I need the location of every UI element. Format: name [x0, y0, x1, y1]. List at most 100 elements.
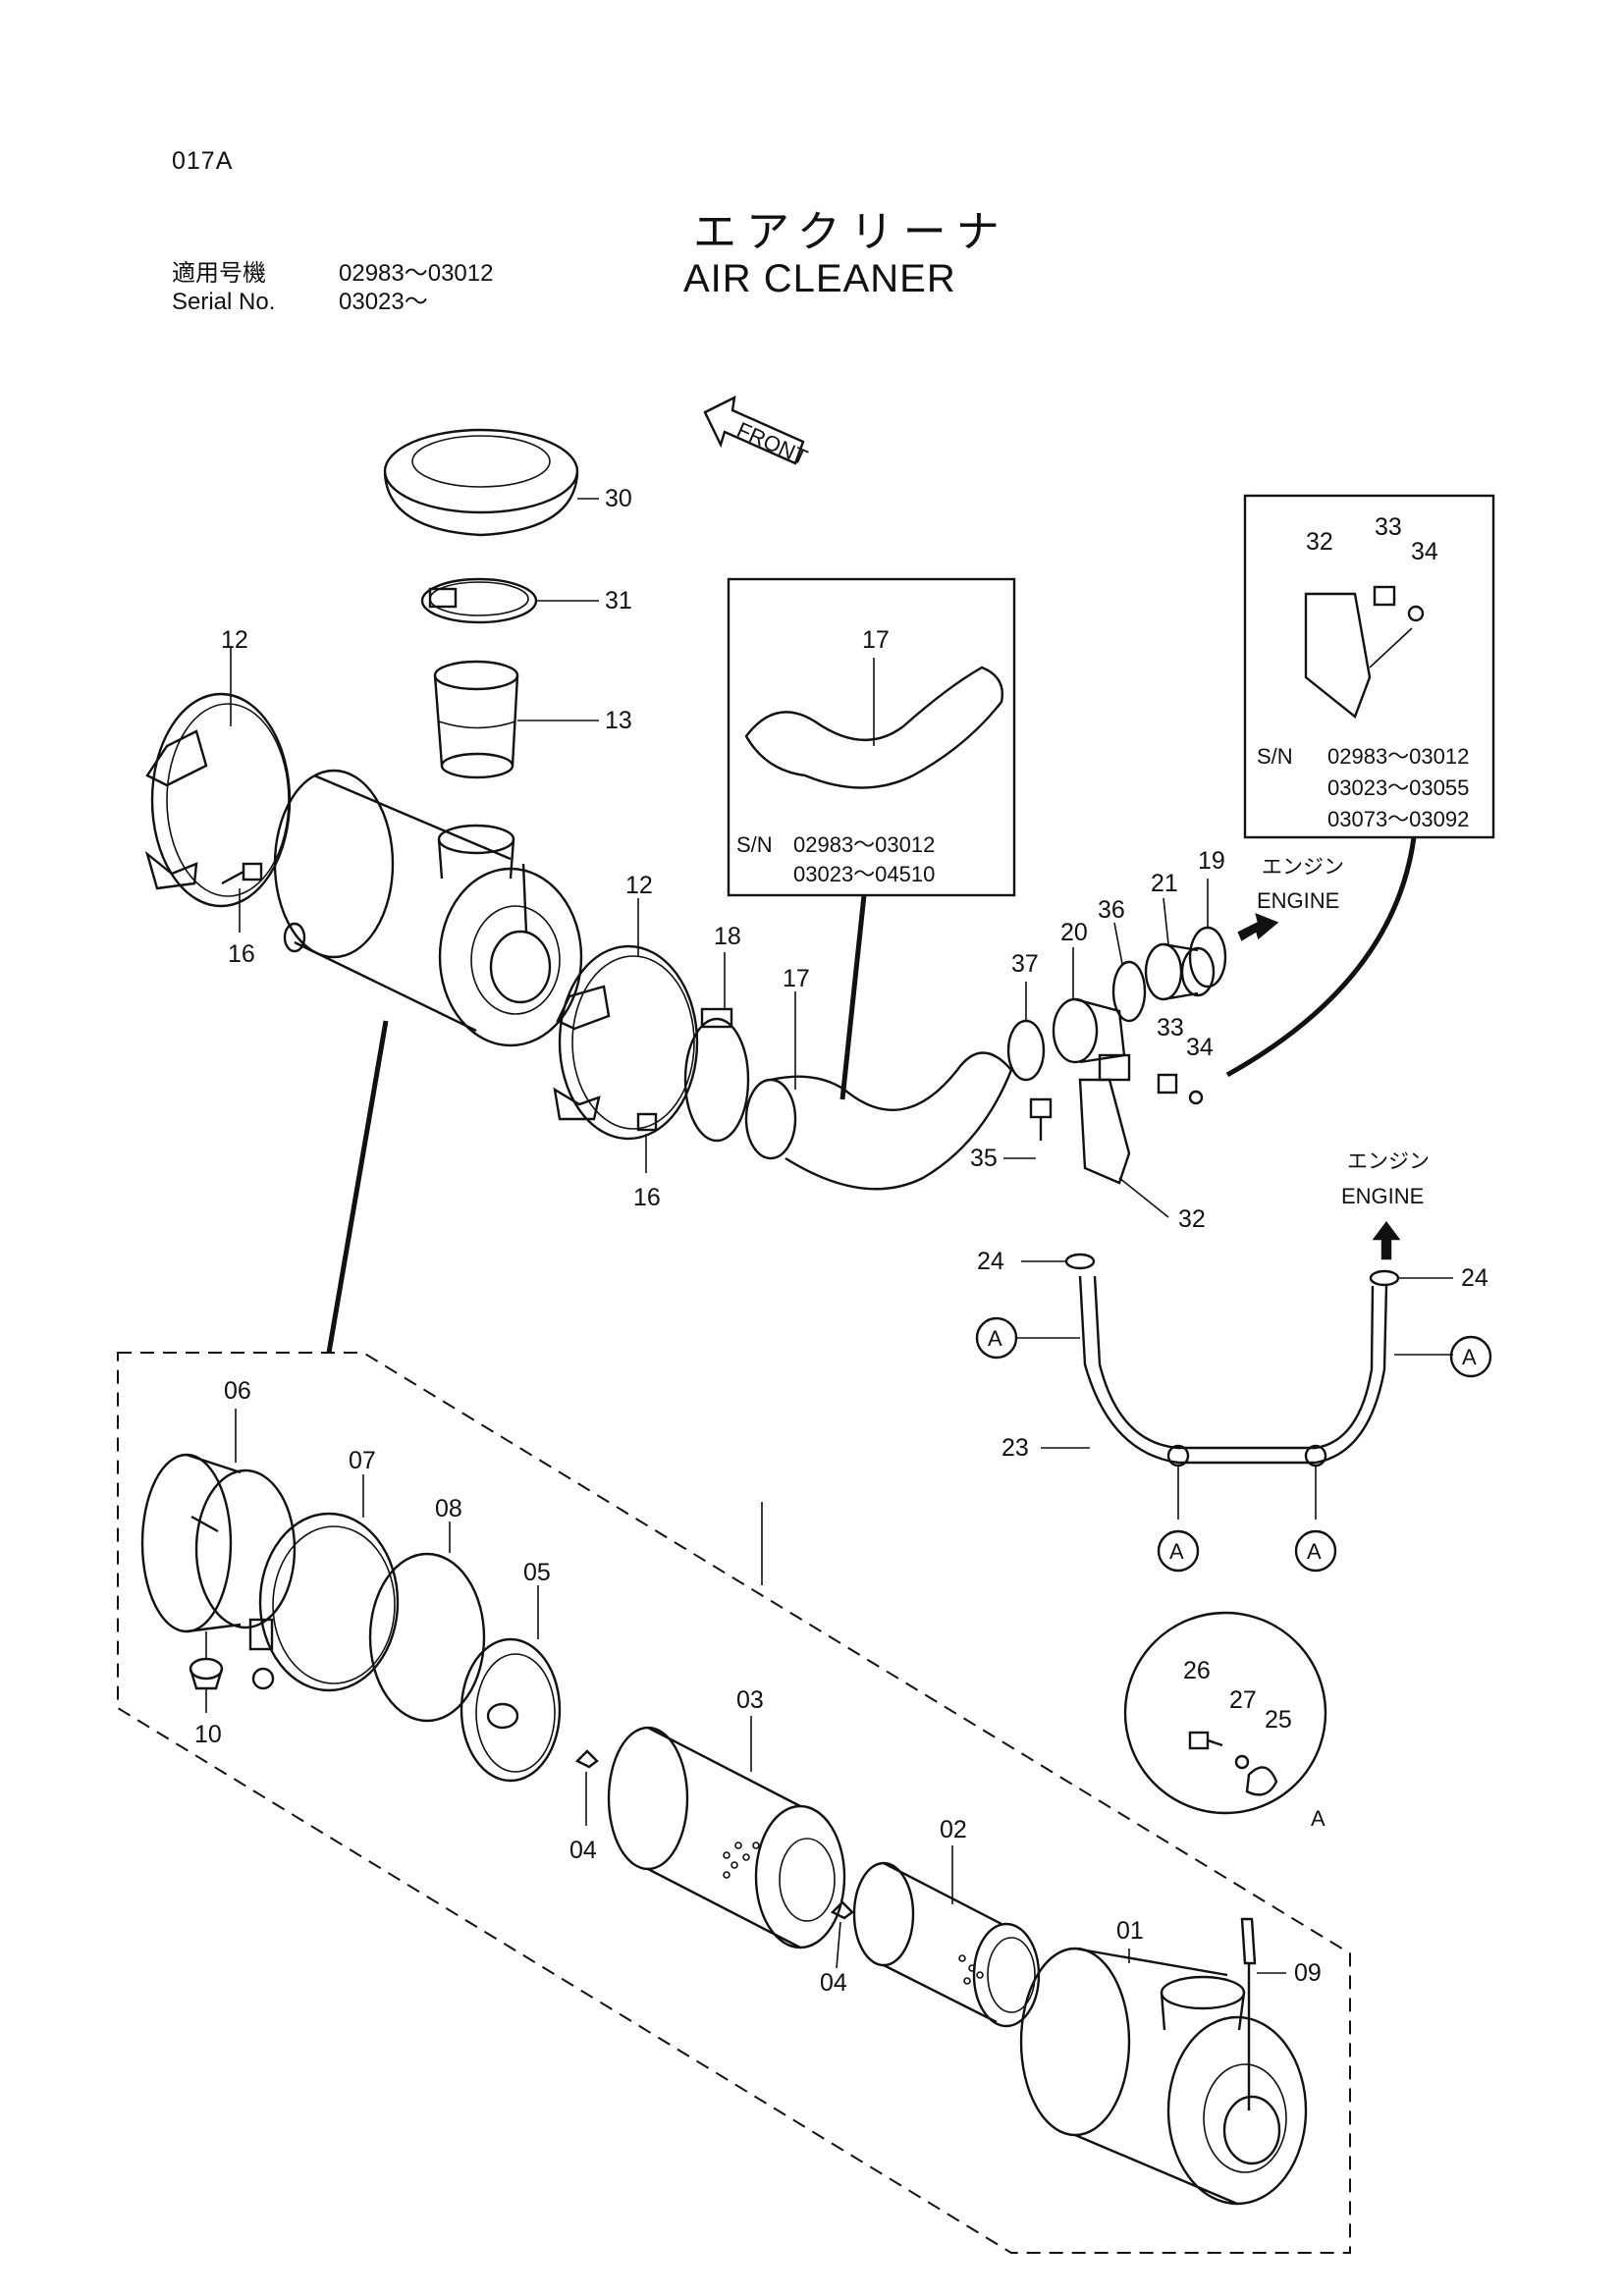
- serial-row-jp: 適用号機 02983～03012: [172, 259, 493, 288]
- engine-en-lower: ENGINE: [1341, 1184, 1424, 1208]
- detail-callouts-A: A A A A: [975, 1316, 1492, 1573]
- label-08: 08: [435, 1495, 462, 1522]
- label-20: 20: [1060, 919, 1088, 946]
- engine-direction-down: エンジン ENGINE: [1341, 1149, 1430, 1260]
- gasket-08: [368, 1522, 486, 1723]
- safety-element-02: [852, 1845, 1041, 2028]
- label-32: 32: [1178, 1205, 1206, 1233]
- grommet-24-right: [1369, 1269, 1453, 1287]
- front-arrow-label: FRONT: [733, 417, 811, 470]
- callout-A-3: A: [1169, 1539, 1184, 1564]
- clamp-36: [1111, 922, 1147, 1023]
- label-35: 35: [970, 1145, 998, 1172]
- rubber-sleeve-21: [1144, 897, 1216, 1001]
- inset-32-serial-2: 03023～03055: [1327, 775, 1469, 800]
- label-36: 36: [1098, 896, 1125, 924]
- clamp-19: [1188, 879, 1227, 988]
- engine-jp-lower: エンジン: [1347, 1149, 1430, 1173]
- label-25: 25: [1265, 1706, 1292, 1734]
- bolt-16-right: [636, 1112, 658, 1173]
- label-18: 18: [714, 923, 741, 950]
- wing-nut-04-left: [574, 1749, 599, 1826]
- inset-32-serial-1: 02983～03012: [1327, 744, 1469, 769]
- clamp-ring-07: [248, 1474, 400, 1692]
- label-23: 23: [1001, 1434, 1029, 1462]
- serial-en-label: Serial No.: [172, 289, 276, 315]
- bolt-33-nut-34: [1157, 1073, 1204, 1105]
- label-05: 05: [523, 1559, 551, 1586]
- inset-32-label-32: 32: [1306, 528, 1333, 556]
- mounting-band-12-left: [144, 648, 292, 908]
- label-26: 26: [1183, 1657, 1211, 1684]
- baffle-05: [460, 1585, 562, 1783]
- end-cover-06: [140, 1409, 297, 1659]
- inset-17-serial-1: 02983～03012: [793, 832, 935, 857]
- inset-32-serial-3: 03073～03092: [1327, 807, 1469, 831]
- inlet-pipe-13: [433, 660, 599, 779]
- label-01: 01: [1116, 1917, 1144, 1945]
- engine-en-right: ENGINE: [1257, 888, 1339, 913]
- inset-17-label: 17: [862, 626, 890, 654]
- breather-tube-23: [1017, 1275, 1453, 1520]
- label-07: 07: [349, 1447, 376, 1474]
- engine-direction-right: エンジン ENGINE: [1237, 855, 1344, 941]
- label-16-left: 16: [228, 940, 255, 968]
- elbow-20: [1052, 947, 1131, 1082]
- mounting-band-12-right: [553, 898, 699, 1141]
- inset-bracket-32: 32 33 34 S/N 02983～03012 03023～03055 030…: [1243, 494, 1495, 839]
- front-arrow: FRONT: [703, 395, 811, 470]
- label-12-left: 12: [221, 626, 248, 654]
- valve-10: [189, 1657, 224, 1713]
- label-16-right: 16: [633, 1184, 661, 1211]
- inset-17-sn-label: S/N: [736, 832, 773, 857]
- bolt-35: [1003, 1097, 1053, 1159]
- label-04-left: 04: [569, 1837, 597, 1864]
- title-japanese: エアクリーナ: [693, 207, 1009, 257]
- primary-element-03: [607, 1716, 846, 1949]
- label-37: 37: [1011, 950, 1039, 978]
- inset-32-sn-label: S/N: [1257, 744, 1293, 769]
- label-19: 19: [1198, 847, 1225, 875]
- label-24-right: 24: [1461, 1264, 1488, 1292]
- serial-en-value: 03023～: [339, 289, 428, 315]
- title-english: AIR CLEANER: [683, 257, 956, 300]
- label-09: 09: [1294, 1959, 1322, 1987]
- bracket-32: [1078, 1078, 1169, 1218]
- rain-cap: [383, 428, 599, 537]
- inset-hose-17: 17 S/N 02983～03012 03023～04510: [727, 577, 1016, 897]
- serial-jp-label: 適用号機: [172, 260, 266, 287]
- label-13: 13: [605, 707, 632, 734]
- label-06: 06: [224, 1377, 251, 1405]
- hose-clamp-18: [683, 952, 750, 1143]
- serial-jp-value: 02983～03012: [339, 260, 494, 287]
- leader-assembly: [326, 1020, 389, 1354]
- label-27: 27: [1229, 1686, 1257, 1714]
- leader-inset-32: [1225, 836, 1417, 1078]
- label-17: 17: [783, 965, 810, 992]
- label-10: 10: [194, 1721, 222, 1748]
- callout-A-2: A: [1462, 1345, 1477, 1369]
- label-03: 03: [736, 1686, 764, 1714]
- serial-row-en: Serial No. 03023～: [172, 288, 493, 316]
- bolt-16-left: [221, 862, 263, 933]
- detail-A-label: A: [1311, 1806, 1325, 1831]
- label-02: 02: [940, 1816, 967, 1843]
- clamp-37: [1006, 982, 1046, 1082]
- grommet-24-left: [1021, 1253, 1096, 1270]
- wing-nut-04-right: [830, 1900, 854, 1969]
- hose-clamp-31: [420, 577, 599, 624]
- callout-A-4: A: [1307, 1539, 1322, 1564]
- housing-01: [1019, 1947, 1308, 2206]
- assembly-boundary: [117, 1352, 1351, 2254]
- page-code: 017A: [172, 147, 234, 175]
- callout-A-1: A: [988, 1326, 1002, 1351]
- inset-32-label-33: 33: [1375, 513, 1402, 541]
- engine-jp-right: エンジン: [1262, 855, 1344, 879]
- serial-block: 適用号機 02983～03012 Serial No. 03023～: [172, 259, 493, 316]
- air-cleaner-body-assembled: [273, 769, 583, 1047]
- label-24-left: 24: [977, 1248, 1004, 1275]
- inset-32-label-34: 34: [1411, 538, 1438, 565]
- label-31: 31: [605, 587, 632, 614]
